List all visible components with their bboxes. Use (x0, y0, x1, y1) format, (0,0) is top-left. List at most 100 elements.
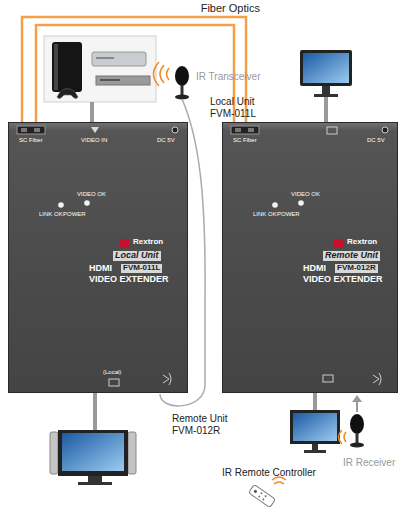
av-sources-part (52, 42, 82, 92)
local-monitor-part (88, 476, 102, 482)
ir-transceiver-part (181, 85, 184, 95)
ir-receiver (339, 395, 365, 448)
unit-panel-graphics-part (334, 239, 344, 248)
panel-text: SC Fiber (19, 137, 43, 144)
unit-panel-graphics-part (91, 127, 99, 133)
av-sources-part (57, 89, 78, 99)
ir-receiver-part (356, 401, 358, 412)
unit-panel-graphics-part (172, 127, 178, 133)
panel-text: VIDEO OK (291, 191, 320, 198)
panel-text: FVM-011L (121, 264, 162, 273)
panel-text: HDMI (303, 264, 326, 274)
unit-panel-graphics-part (272, 202, 278, 208)
ir-remote-controller-part-part (264, 495, 267, 498)
panel-text: Local Unit (113, 251, 161, 261)
unit-panel-graphics-part (163, 373, 171, 385)
ir-remote-controller-part-part (262, 498, 265, 501)
unit-panel-graphics-part (120, 239, 130, 248)
ir-receiver-part (339, 430, 343, 444)
remote-monitor-bottom (290, 393, 340, 453)
local-monitor-part (93, 393, 97, 430)
unit-panel-graphics-part (34, 128, 40, 132)
ir-remote-controller-part (248, 484, 275, 507)
edge-label: Fiber Optics (199, 2, 262, 15)
unit-panel-graphics-part (248, 128, 254, 132)
ir-receiver-part (352, 395, 362, 402)
ir-transceiver-part (175, 66, 189, 86)
remote-monitor-bottom-part (293, 413, 337, 441)
unit-panel-graphics-part (109, 379, 119, 386)
av-sources-part (92, 52, 146, 66)
unit-panel-graphics-part (327, 127, 337, 134)
remote-monitor-top-part (314, 94, 338, 97)
ir-transceiver-part (167, 68, 170, 80)
av-sources-part (44, 36, 156, 102)
unit-panel-graphics-part (298, 200, 304, 206)
remote-monitor-top-part (300, 50, 352, 86)
unit-panel-graphics-part (231, 126, 259, 134)
ir-receiver-part (344, 432, 346, 442)
av-sources-part (54, 44, 58, 90)
panel-text: Remote Unit (323, 251, 380, 261)
panel-text: VIDEO EXTENDER (89, 275, 169, 285)
panel-text: DC 5V (157, 137, 175, 144)
panel-text: POWER (63, 211, 86, 218)
ir-receiver-part (350, 414, 364, 434)
panel-text: Rextron (347, 238, 377, 247)
av-sources (44, 36, 156, 122)
panel-text: VIDEO IN (81, 137, 107, 144)
ir-remote-controller-part-part (258, 495, 261, 498)
av-sources-part (96, 76, 150, 85)
remote-monitor-top-part (303, 53, 349, 83)
local-monitor-part (62, 433, 124, 471)
local-monitor-part (58, 430, 128, 476)
ir-transceiver-part (175, 95, 189, 100)
local-monitor-part (78, 482, 112, 485)
extender-unit: SC FiberDC 5VVIDEO OKLINK OKPOWERRextron… (222, 122, 398, 393)
panel-text: LINK OK (253, 211, 277, 218)
panel-text: DC 5V (367, 137, 385, 144)
ir-receiver-part (356, 433, 359, 443)
callout-label: IR Remote Controller (222, 467, 316, 479)
av-sources-part (96, 57, 114, 59)
local-monitor-part (50, 432, 58, 474)
ir-remote-controller (248, 477, 286, 508)
callout-label: Remote Unit FVM-012R (172, 413, 238, 436)
unit-panel-graphics-part (58, 202, 64, 208)
ir-remote-controller-part-part (248, 484, 275, 507)
callout-label: IR Receiver (343, 457, 395, 469)
remote-monitor-bottom-part (290, 410, 340, 444)
unit-panel-graphics-part (235, 128, 241, 132)
ir-transceiver-part (154, 62, 160, 86)
remote-monitor-bottom-part (312, 444, 318, 450)
remote-monitor-top (300, 50, 352, 122)
panel-text: HDMI (89, 264, 112, 274)
callout-label: Local Unit FVM-011L (210, 96, 272, 119)
ir-transceiver-part (160, 65, 164, 83)
remote-monitor-bottom-part (313, 393, 317, 410)
unit-panel-graphics-part (21, 128, 27, 132)
unit-panel-graphics-part (17, 126, 45, 134)
panel-text: Rextron (133, 238, 163, 247)
ir-receiver-part (350, 443, 364, 448)
av-sources-part (90, 102, 94, 122)
ir-remote-controller-part-part (260, 492, 263, 495)
panel-text: SC Fiber (233, 137, 257, 144)
unit-panel-graphics-part (84, 200, 90, 206)
unit-panel-graphics-part (382, 127, 388, 133)
callout-label: IR Transceiver (196, 71, 260, 83)
local-monitor-part (128, 432, 136, 474)
unit-panel-graphics-part (323, 375, 333, 382)
av-sources-part (100, 79, 120, 81)
panel-text: FVM-012R (335, 264, 378, 273)
panel-text: (Local) (103, 369, 121, 376)
ir-remote-controller-part (274, 482, 284, 484)
panel-text: LINK OK (39, 211, 63, 218)
panel-text: VIDEO EXTENDER (303, 275, 383, 285)
panel-text: VIDEO OK (77, 191, 106, 198)
local-monitor (50, 393, 136, 485)
remote-monitor-top-part (322, 86, 330, 94)
ir-remote-controller-part-part (253, 489, 257, 493)
